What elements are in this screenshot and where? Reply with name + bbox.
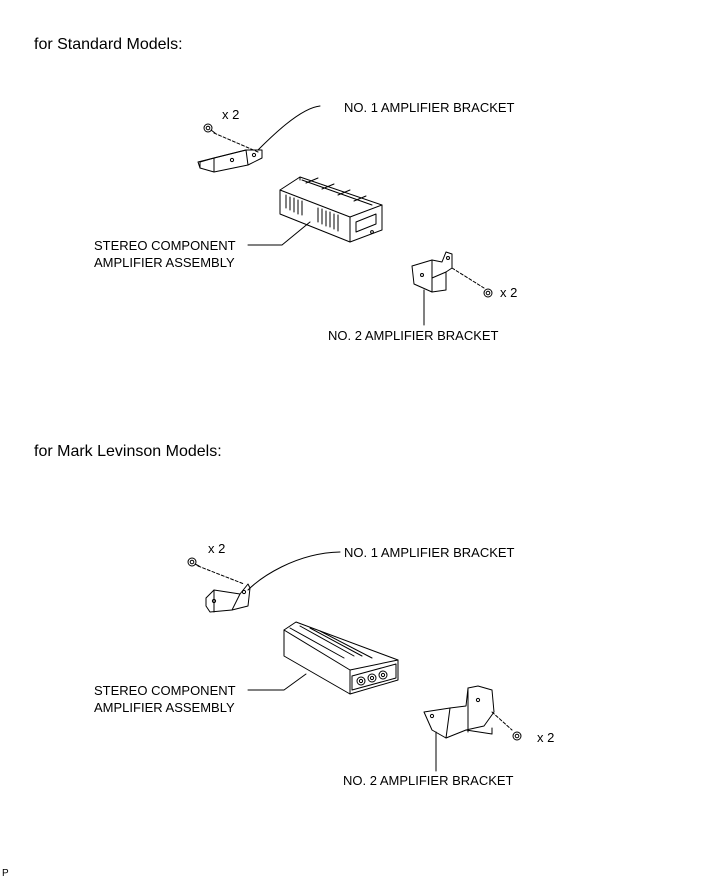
ml-bracket2-bolt-quantity: x 2	[537, 730, 555, 745]
mark-levinson-models-heading: for Mark Levinson Models:	[34, 443, 222, 460]
ml-no1-bracket-label: NO. 1 AMPLIFIER BRACKET	[344, 545, 515, 560]
standard-bolts-bracket1	[203, 123, 216, 134]
standard-no2-bracket-label: NO. 2 AMPLIFIER BRACKET	[328, 328, 499, 343]
standard-bolt2-guide-line	[451, 267, 485, 289]
corner-mark: P	[2, 868, 9, 879]
ml-no2-bracket-label: NO. 2 AMPLIFIER BRACKET	[343, 773, 514, 788]
ml-bolts-bracket1	[187, 557, 200, 567]
standard-amplifier-label-line1: STEREO COMPONENT	[94, 238, 236, 253]
ml-bolt2-guide-line	[491, 711, 513, 731]
standard-models-heading: for Standard Models:	[34, 36, 183, 53]
standard-bracket1-bolt-quantity: x 2	[222, 107, 240, 122]
standard-no1-bracket-leader	[257, 105, 321, 151]
standard-no1-amplifier-bracket	[197, 149, 263, 173]
standard-bolt1-guide-line	[213, 132, 259, 153]
standard-bracket2-bolt-quantity: x 2	[500, 285, 518, 300]
ml-amplifier-leader	[247, 673, 307, 691]
ml-amplifier-assembly	[283, 621, 399, 695]
standard-amplifier-assembly	[279, 176, 383, 243]
ml-no1-amplifier-bracket	[205, 583, 251, 613]
ml-amplifier-label-line1: STEREO COMPONENT	[94, 683, 236, 698]
standard-no1-bracket-label: NO. 1 AMPLIFIER BRACKET	[344, 100, 515, 115]
standard-amplifier-label-line2: AMPLIFIER ASSEMBLY	[94, 255, 235, 270]
ml-no2-amplifier-bracket	[423, 685, 495, 739]
standard-no2-amplifier-bracket	[411, 251, 453, 293]
ml-no1-bracket-leader	[247, 551, 341, 591]
ml-bolts-bracket2	[512, 731, 522, 741]
ml-bracket1-bolt-quantity: x 2	[208, 541, 226, 556]
ml-amplifier-label-line2: AMPLIFIER ASSEMBLY	[94, 700, 235, 715]
standard-amplifier-leader	[247, 221, 311, 246]
ml-bolt1-guide-line	[197, 565, 245, 585]
standard-bolts-bracket2	[483, 288, 493, 298]
